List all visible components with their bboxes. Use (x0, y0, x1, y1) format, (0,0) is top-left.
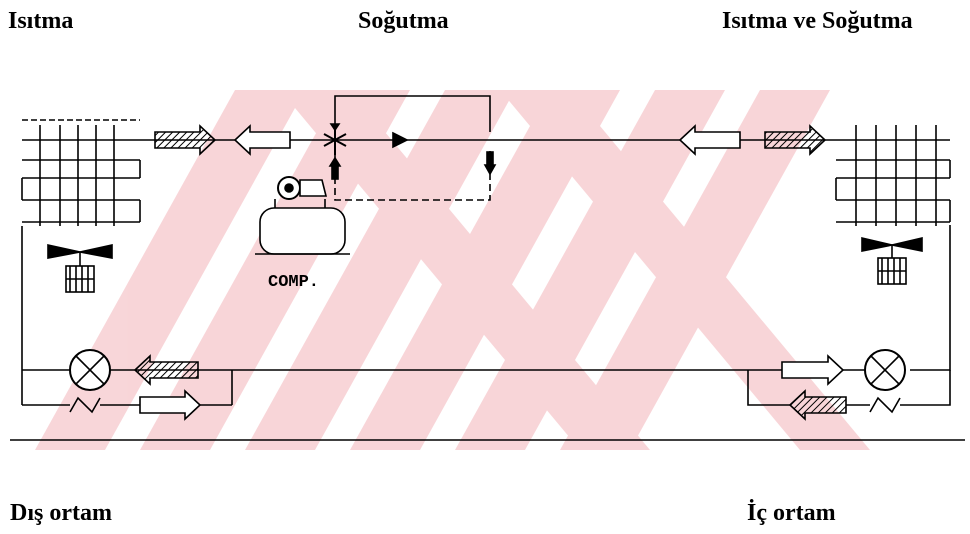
bypass-arrow-left (328, 156, 342, 180)
indoor-expansion-valve-icon (864, 349, 906, 391)
outdoor-label: Dış ortam (10, 500, 112, 526)
outdoor-fan-icon (47, 244, 113, 293)
hatched-arrow-left-indoor (788, 389, 847, 421)
outline-arrow-left-right (678, 124, 741, 156)
heating-label: Isıtma (8, 8, 74, 34)
compressor-icon (255, 176, 350, 255)
outline-arrow-left (233, 124, 291, 156)
cooling-label: Soğutma (358, 8, 449, 34)
outdoor-check-valve-icon (69, 396, 101, 414)
indoor-fan-icon (861, 236, 923, 285)
outline-arrow-right-bottom (139, 389, 202, 421)
watermark (35, 90, 870, 450)
outline-arrow-right-indoor (781, 354, 845, 386)
hatched-arrow-right (154, 124, 217, 156)
outdoor-coil (21, 119, 155, 226)
indoor-check-valve-icon (869, 396, 901, 414)
hatched-arrow-left-bottom (133, 354, 199, 386)
heating-cooling-label: Isıtma ve Soğutma (722, 8, 913, 34)
reversing-valve (323, 123, 347, 155)
hatched-arrow-right-right (764, 124, 827, 156)
indoor-label: İç ortam (747, 500, 836, 526)
check-valve-icon (392, 131, 409, 149)
indoor-coil (825, 125, 951, 226)
compressor-label: COMP. (268, 273, 319, 292)
outdoor-expansion-valve-icon (69, 349, 111, 391)
bypass-line-top (334, 95, 491, 132)
bypass-arrow-right (483, 151, 497, 176)
